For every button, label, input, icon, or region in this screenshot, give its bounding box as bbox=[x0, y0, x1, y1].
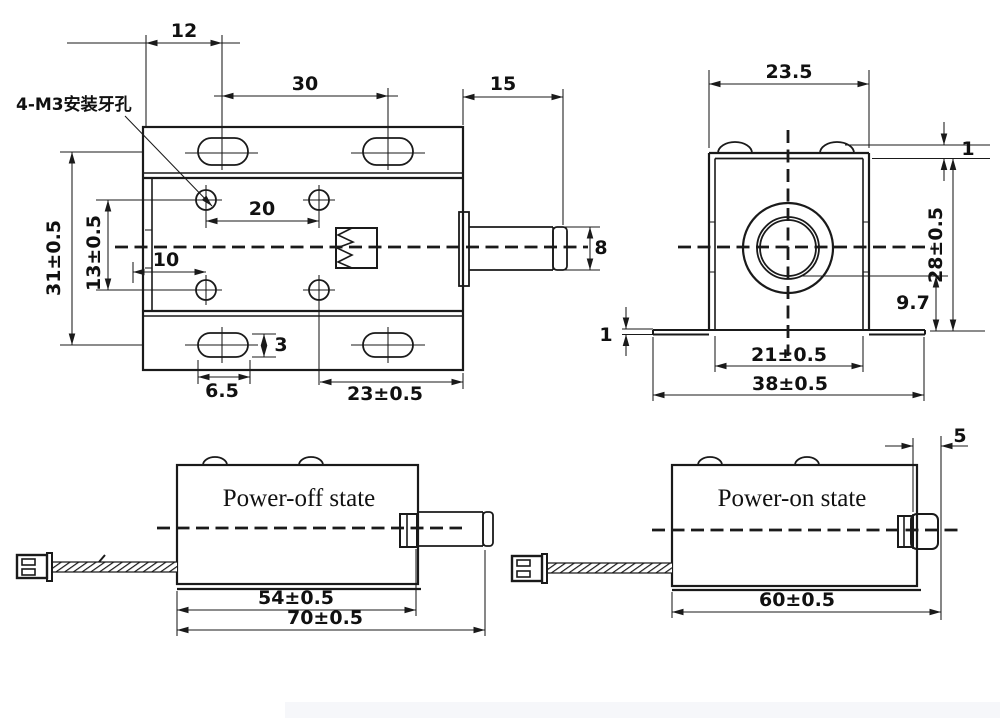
connector-nose bbox=[541, 553, 548, 584]
power-off-cable bbox=[15, 552, 177, 582]
dim-inner-width: 21±0.5 bbox=[751, 344, 827, 366]
power-on-dimension-lines bbox=[672, 442, 968, 616]
power-off-dome-right bbox=[298, 456, 324, 466]
front-extension-lines bbox=[60, 35, 600, 389]
side-dome-left bbox=[717, 141, 753, 154]
cable-braid bbox=[52, 562, 177, 572]
dim-plunger-length: 15 bbox=[490, 73, 516, 95]
front-body-outline bbox=[141, 125, 465, 372]
power-on-view: Power-on state 5 60±0.5 bbox=[510, 425, 968, 620]
dim-hole-pitch-h: 20 bbox=[249, 198, 275, 220]
dim-plate-thickness: 1 bbox=[961, 138, 974, 160]
dim-overall-length-on: 60±0.5 bbox=[759, 589, 835, 611]
power-on-body bbox=[670, 456, 921, 592]
power-off-title: Power-off state bbox=[223, 485, 375, 512]
dim-slot-height: 3 bbox=[274, 334, 287, 356]
side-view: 23.5 1 28±0.5 9.7 1 21±0.5 38±0.5 bbox=[599, 61, 990, 401]
dim-hole-to-edge: 23±0.5 bbox=[347, 383, 423, 405]
power-off-dome-left bbox=[202, 456, 228, 466]
cable-braid bbox=[548, 563, 672, 573]
dim-flange-thickness: 1 bbox=[599, 324, 612, 346]
mounting-hole-note: 4-M3安装牙孔 bbox=[16, 94, 132, 115]
leader-line-m3-note bbox=[124, 115, 213, 207]
dim-overall-width: 38±0.5 bbox=[752, 373, 828, 395]
side-dimension-lines bbox=[622, 80, 957, 399]
power-off-view: Power-off state 54±0.5 70±0.5 bbox=[15, 456, 494, 636]
dim-hole-pitch-v: 13±0.5 bbox=[83, 215, 105, 291]
dim-plunger-dia: 8 bbox=[594, 237, 607, 259]
power-on-cable bbox=[510, 553, 672, 584]
power-off-dimension-lines bbox=[177, 606, 485, 634]
connector-nose bbox=[46, 552, 53, 582]
dim-overall-length-off: 70±0.5 bbox=[287, 607, 363, 629]
front-plunger bbox=[458, 211, 568, 287]
connector-pin bbox=[516, 570, 531, 578]
power-on-plunger bbox=[897, 513, 939, 550]
front-view: 12 30 15 20 10 31±0.5 13±0.5 8 3 6.5 23±… bbox=[16, 20, 608, 405]
front-dimension-lines bbox=[68, 39, 594, 386]
side-dome-right bbox=[819, 141, 855, 154]
dim-slot-width: 6.5 bbox=[205, 380, 239, 402]
power-off-plunger bbox=[399, 511, 494, 548]
dim-flange-offset: 12 bbox=[171, 20, 197, 42]
power-off-body bbox=[175, 456, 421, 591]
power-on-title: Power-on state bbox=[718, 485, 867, 512]
power-on-dome-right bbox=[794, 456, 820, 466]
connector-pin bbox=[21, 568, 36, 576]
cable-strand-tick bbox=[98, 554, 106, 563]
dim-side-body-height: 28±0.5 bbox=[925, 207, 947, 283]
dim-body-height: 31±0.5 bbox=[43, 220, 65, 296]
dim-hole-inset: 10 bbox=[153, 249, 179, 271]
dim-slot-pitch: 30 bbox=[292, 73, 318, 95]
connector-pin bbox=[516, 559, 531, 567]
dim-flange-drop: 9.7 bbox=[896, 292, 930, 314]
connector-pin bbox=[21, 558, 36, 566]
dim-top-width: 23.5 bbox=[766, 61, 813, 83]
power-on-dome-left bbox=[697, 456, 723, 466]
dim-body-length-off: 54±0.5 bbox=[258, 587, 334, 609]
dim-travel: 5 bbox=[953, 425, 966, 447]
watermark-strip bbox=[285, 702, 1000, 718]
